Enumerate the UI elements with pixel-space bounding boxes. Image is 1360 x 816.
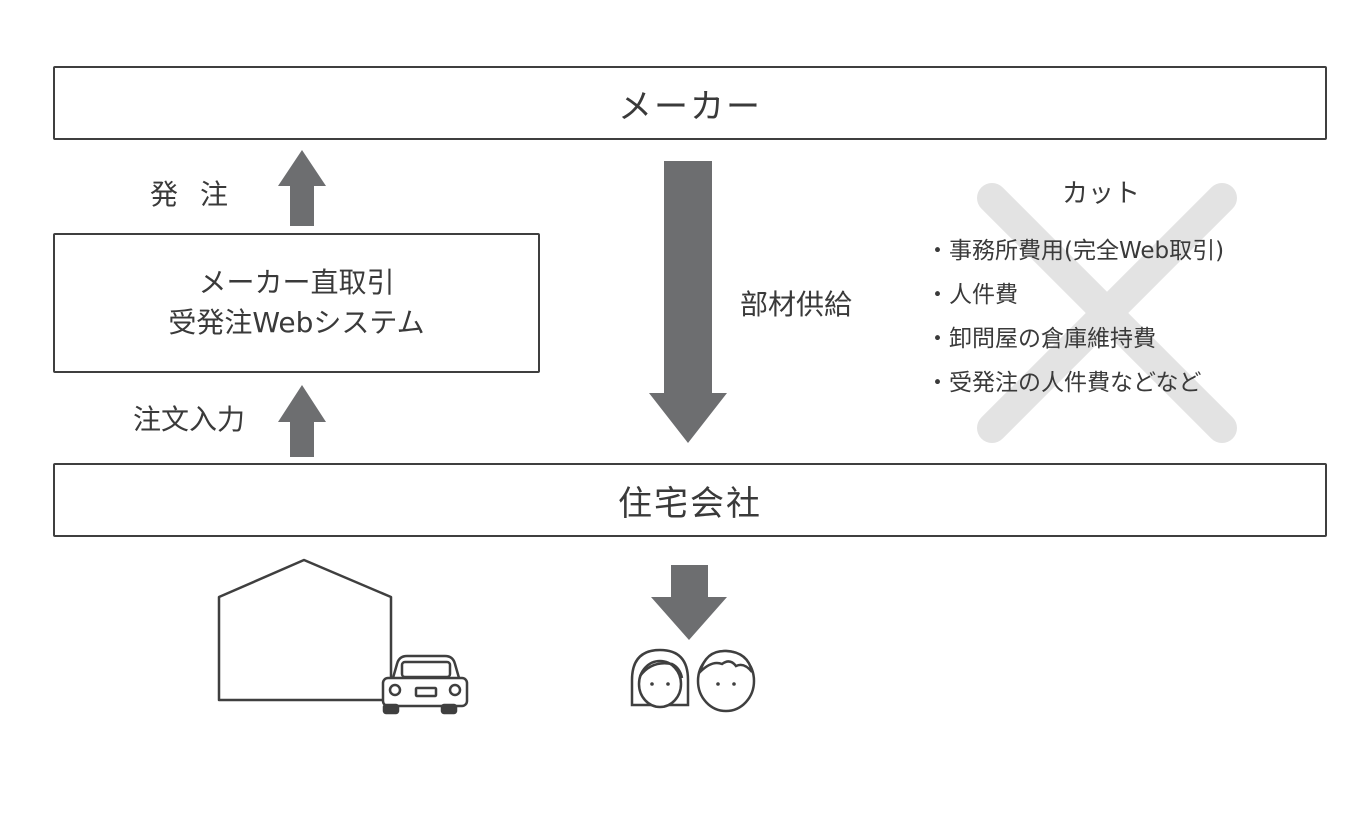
order-up-arrow [278,150,326,226]
cut-item-personnel: 人件費 [926,273,1224,317]
order-input-label: 注文入力 [133,403,246,436]
cut-item-order-personnel: 受発注の人件費などなど [926,361,1224,405]
woman-face-icon [630,648,690,709]
man-face-icon [696,649,756,713]
house-icon [217,558,393,702]
cut-title: カット [1062,179,1141,209]
house-company-label: 住宅会社 [618,483,762,524]
web-system-box: メーカー直取引 受発注Webシステム [53,233,540,373]
cut-item-warehouse: 卸問屋の倉庫維持費 [926,317,1224,361]
car-icon [381,654,469,715]
web-system-line1: メーカー直取引 [198,266,395,299]
cut-list: 事務所費用(完全Web取引) 人件費 卸問屋の倉庫維持費 受発注の人件費などなど [926,229,1224,405]
cut-item-office: 事務所費用(完全Web取引) [926,229,1224,273]
web-system-line2: 受発注Webシステム [168,306,425,339]
delivery-down-arrow [651,565,727,640]
order-input-up-arrow [278,385,326,457]
maker-label: メーカー [618,86,762,127]
order-label: 発注 [150,178,251,211]
house-company-box: 住宅会社 [53,463,1327,537]
supply-label: 部材供給 [740,288,853,321]
maker-box: メーカー [53,66,1327,140]
supply-down-arrow [649,161,727,443]
